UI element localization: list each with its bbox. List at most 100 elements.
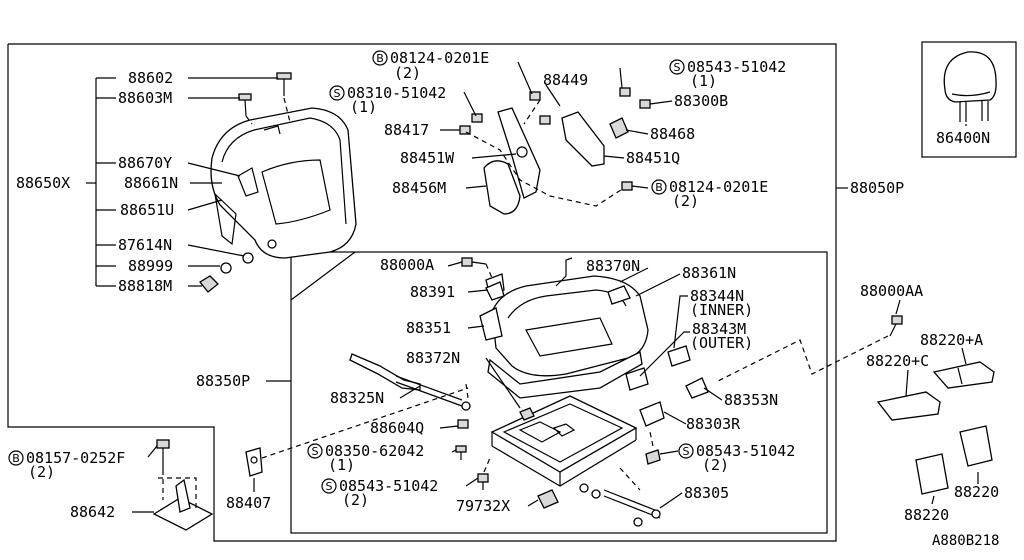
leader-lines [86,61,979,513]
cushion-frame-diagonal [290,251,356,301]
label-88353N: 88353N [724,391,778,409]
label-88325N: 88325N [330,389,384,407]
label-88456M: 88456M [392,179,446,197]
label-86400N: 86400N [936,129,990,147]
label-88370N: 88370N [586,257,640,275]
cover-88220-1-drawing [959,425,993,467]
marker-b-08124-top: B [372,50,388,66]
seat-back-drawing [210,107,357,259]
label-08157-qty: (2) [28,463,55,481]
label-88050P: 88050P [850,179,904,197]
bracket-88353N-drawing [685,377,709,399]
main-frame [7,43,837,542]
label-08543-top: 08543-51042 [687,58,786,76]
label-88220-1: 88220 [954,483,999,501]
label-88451W: 88451W [400,149,455,167]
bushing-88604Q-drawing [457,419,469,429]
cushion-frame [290,251,828,534]
label-88303R: 88303R [686,415,741,433]
cover-88220-2-drawing [915,453,949,495]
bracket-88303R-drawing [639,401,665,427]
bracket-88391-drawing [485,281,505,301]
label-88300B: 88300B [674,92,728,110]
label-08124-mid-qty: (2) [672,192,699,210]
lever-88305-drawing [579,483,661,527]
svg-text:S: S [674,61,681,74]
recliner-drawing [459,87,651,215]
label-08543-bot: 08543-51042 [339,477,438,495]
nut-88999-drawing [220,252,254,274]
label-88818M: 88818M [118,277,172,295]
label-88344N: 88344N [690,287,744,305]
label-88391: 88391 [410,283,455,301]
label-inner: (INNER) [690,301,753,319]
label-88417: 88417 [384,121,429,139]
marker-b-08157: B [8,450,24,466]
label-88602: 88602 [128,69,173,87]
label-88661N: 88661N [124,174,178,192]
svg-text:B: B [12,452,20,465]
label-88603M: 88603M [118,89,172,107]
clip-79732X-drawing [537,489,559,509]
marker-s-08310: S [329,85,345,101]
label-88651U: 88651U [120,201,174,219]
label-08350: 08350-62042 [325,442,424,460]
screw-88602-drawing [276,72,292,96]
label-08543-bot-qty: (2) [342,491,369,509]
svg-text:S: S [326,480,333,493]
label-88407: 88407 [226,494,271,512]
screw-88603M-drawing [238,93,252,117]
label-88350P: 88350P [196,372,250,390]
marker-s-08543-mid: S [678,443,694,459]
label-88220A: 88220+A [920,331,983,349]
svg-text:S: S [312,445,319,458]
lever-88325N-drawing [349,353,471,411]
marker-b-08124-mid: B [651,179,667,195]
label-outer: (OUTER) [690,334,753,352]
svg-text:B: B [376,52,384,65]
label-88000AA: 88000AA [860,282,923,300]
label-08310-qty: (1) [350,98,377,116]
nut-08543-mid-drawing [645,449,661,465]
label-08543-mid: 08543-51042 [696,442,795,460]
label-88670Y: 88670Y [118,154,172,172]
label-88650X: 88650X [16,174,70,192]
label-08543-mid-qty: (2) [702,456,729,474]
label-88220C: 88220+C [866,352,929,370]
label-88451Q: 88451Q [626,149,680,167]
screw-08543-bot-drawing [477,473,489,490]
label-88999: 88999 [128,257,173,275]
marker-s-08350: S [307,443,323,459]
svg-text:S: S [334,87,341,100]
label-88305: 88305 [684,484,729,502]
label-88642: 88642 [70,503,115,521]
label-88000A: 88000A [380,256,434,274]
bolt-88000AA-drawing [889,315,903,337]
svg-text:B: B [655,181,663,194]
label-88343M: 88343M [692,320,746,338]
marker-s-08543-bot: S [321,478,337,494]
diagram-code: A880B218 [932,533,999,549]
label-88220-2: 88220 [904,506,949,524]
headrest-frame [921,41,1017,158]
bolt-88000A-drawing [461,257,487,267]
label-87614N: 87614N [118,236,172,254]
label-88361N: 88361N [682,264,736,282]
label-08350-qty: (1) [328,456,355,474]
label-08124-top: 08124-0201E [390,49,489,67]
cap-88818M-drawing [199,275,219,293]
cover-88220C-drawing [876,391,941,421]
label-88351: 88351 [406,319,451,337]
label-88449: 88449 [543,71,588,89]
bracket-88407-drawing [245,447,263,477]
label-88604Q: 88604Q [370,419,424,437]
label-08310: 08310-51042 [347,84,446,102]
label-08543-top-qty: (1) [690,72,717,90]
bracket-88642-drawing [152,439,214,531]
seat-frame-drawing [490,395,638,487]
cover-88220A-drawing [932,361,995,389]
label-79732X: 79732X [456,497,510,515]
marker-s-08543-top: S [669,59,685,75]
screw-08350-drawing [455,445,467,460]
